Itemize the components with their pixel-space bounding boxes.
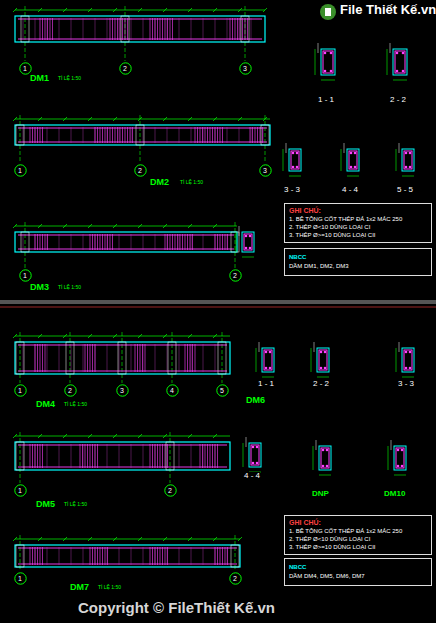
notes-box: GHI CHÚ:1. BÊ TÔNG CỐT THÉP ĐÁ 1x2 MÁC 2… — [284, 515, 432, 555]
box-text: DẦM DM1, DM2, DM3 — [289, 262, 427, 271]
grid-bubble: 1 — [19, 269, 32, 282]
beam-elevation — [13, 432, 230, 483]
beam-section — [236, 226, 254, 257]
grid-bubble: 3 — [116, 384, 129, 397]
grid-bubble: 1 — [14, 384, 27, 397]
drawing-label: 4 - 4 — [244, 472, 260, 481]
drawing-label: TỈ LỆ 1:50 — [98, 585, 121, 591]
logo-icon — [320, 4, 336, 20]
drawing-label: 1 - 1 — [258, 380, 274, 389]
box-heading: GHI CHÚ: — [289, 519, 427, 527]
beam-section — [396, 342, 414, 377]
notes-box: GHI CHÚ:1. BÊ TÔNG CỐT THÉP ĐÁ 1x2 MÁC 2… — [284, 203, 432, 243]
drawing-label: TỈ LỆ 1:50 — [64, 502, 87, 508]
axis-number: 2 — [134, 164, 147, 177]
drawing-label: DM5 — [36, 500, 55, 510]
grid-bubble: 2 — [134, 164, 147, 177]
grid-bubble: 4 — [166, 384, 179, 397]
beam-section — [256, 342, 274, 377]
beam-section — [341, 143, 359, 176]
axis-number: 3 — [239, 62, 252, 75]
beam-elevation — [13, 222, 239, 268]
drawing-label: DNP — [312, 490, 329, 499]
axis-number: 1 — [14, 484, 27, 497]
box-text: 2. THÉP Ø<10 DÙNG LOẠI CI — [289, 223, 427, 231]
grid-bubble: 2 — [119, 62, 132, 75]
beam-elevation — [13, 115, 270, 163]
drawing-label: 5 - 5 — [397, 186, 413, 195]
drawing-label: DM6 — [246, 396, 265, 406]
grid-bubble: 5 — [216, 384, 229, 397]
beam-section — [311, 342, 329, 377]
drawing-label: DM1 — [30, 74, 49, 84]
beam-section — [283, 143, 301, 176]
axis-number: 4 — [166, 384, 179, 397]
axis-number: 2 — [64, 384, 77, 397]
box-heading: NBCC — [289, 253, 427, 262]
box-text: 3. THÉP Ø>=10 DÙNG LOẠI CII — [289, 543, 427, 551]
axis-number: 3 — [259, 164, 272, 177]
box-text: 3. THÉP Ø>=10 DÙNG LOẠI CII — [289, 231, 427, 239]
drawing-label: TỈ LỆ 1:50 — [58, 76, 81, 82]
grid-bubble: 1 — [14, 572, 27, 585]
axis-number: 5 — [216, 384, 229, 397]
drawing-label: TỈ LỆ 1:50 — [64, 402, 87, 408]
title-block: NBCCDẦM DM4, DM5, DM6, DM7 — [284, 558, 432, 586]
drawing-label: 1 - 1 — [318, 96, 334, 105]
drawing-label: DM3 — [30, 283, 49, 293]
beam-elevation — [13, 332, 230, 383]
box-text: DẦM DM4, DM5, DM6, DM7 — [289, 572, 427, 581]
axis-number: 1 — [19, 269, 32, 282]
axis-number: 2 — [164, 484, 177, 497]
beam-section — [388, 440, 406, 475]
sheet-divider — [0, 300, 436, 304]
box-text: 1. BÊ TÔNG CỐT THÉP ĐÁ 1x2 MÁC 250 — [289, 215, 427, 223]
axis-number: 2 — [119, 62, 132, 75]
drawing-label: DM2 — [150, 178, 169, 188]
drawing-label: TỈ LỆ 1:50 — [58, 285, 81, 291]
grid-bubble: 1 — [19, 62, 32, 75]
grid-bubble: 3 — [239, 62, 252, 75]
grid-bubble: 1 — [14, 484, 27, 497]
title-block: NBCCDẦM DM1, DM2, DM3 — [284, 248, 432, 276]
axis-number: 1 — [14, 384, 27, 397]
axis-number: 1 — [14, 164, 27, 177]
grid-bubble: 2 — [64, 384, 77, 397]
axis-number: 1 — [14, 572, 27, 585]
beam-section — [396, 143, 414, 176]
drawing-label: 3 - 3 — [284, 186, 300, 195]
box-heading: GHI CHÚ: — [289, 207, 427, 215]
drawing-label: TỈ LỆ 1:50 — [180, 180, 203, 186]
axis-number: 1 — [19, 62, 32, 75]
drawing-label: DM7 — [70, 583, 89, 593]
drawing-label: DM10 — [384, 490, 405, 499]
beam-elevation — [13, 6, 267, 61]
axis-number: 3 — [116, 384, 129, 397]
beam-section — [313, 440, 331, 475]
drawing-label: 3 - 3 — [398, 380, 414, 389]
grid-bubble: 2 — [164, 484, 177, 497]
beam-section — [243, 437, 261, 472]
beam-section — [315, 43, 335, 80]
grid-bubble: 2 — [229, 572, 242, 585]
drawing-label: 2 - 2 — [313, 380, 329, 389]
grid-bubble: 2 — [229, 269, 242, 282]
drawing-label: DM4 — [36, 400, 55, 410]
grid-bubble: 3 — [259, 164, 272, 177]
drawing-label: 2 - 2 — [390, 96, 406, 105]
grid-bubble: 1 — [14, 164, 27, 177]
beam-elevation — [13, 535, 242, 571]
box-text: 1. BÊ TÔNG CỐT THÉP ĐÁ 1x2 MÁC 250 — [289, 527, 427, 535]
axis-number: 2 — [229, 572, 242, 585]
axis-number: 2 — [229, 269, 242, 282]
drawing-label: 4 - 4 — [342, 186, 358, 195]
logo-text: File Thiết Kế.vn — [340, 3, 436, 17]
box-heading: NBCC — [289, 563, 427, 572]
box-text: 2. THÉP Ø<10 DÙNG LOẠI CI — [289, 535, 427, 543]
beam-section — [387, 43, 407, 80]
watermark: Copyright © FileThiết Kế.vn — [78, 600, 275, 617]
